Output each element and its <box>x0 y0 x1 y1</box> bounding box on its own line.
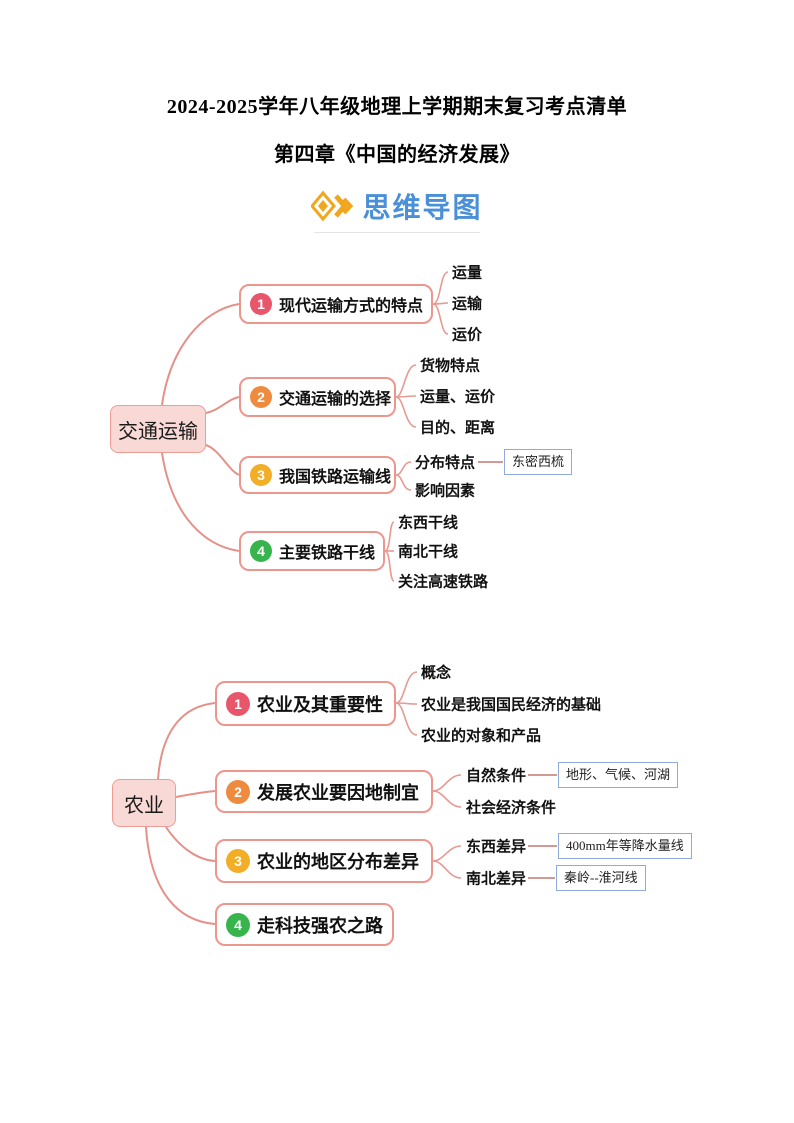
leaf-label: 关注高速铁路 <box>398 574 489 591</box>
leaf-label: 运价 <box>452 327 483 344</box>
leaf-label: 农业是我国国民经济的基础 <box>421 697 602 714</box>
callout-box: 秦岭--淮河线 <box>556 865 646 891</box>
leaf-label: 农业的对象和产品 <box>421 728 542 745</box>
leaf-label: 运量 <box>452 265 483 282</box>
branch-number-badge: 3 <box>250 464 272 486</box>
leaf-label: 目的、距离 <box>420 420 496 437</box>
section-badge: 思维导图 <box>0 183 794 229</box>
divider <box>314 232 480 233</box>
root-node-agriculture: 农业 <box>112 779 176 827</box>
branch-node: 4 主要铁路干线 <box>239 531 385 571</box>
callout-box: 地形、气候、河湖 <box>558 762 679 788</box>
branch-number-badge: 2 <box>250 386 272 408</box>
branch-number-badge: 2 <box>226 779 250 804</box>
branch-node: 3 农业的地区分布差异 <box>215 839 433 883</box>
branch-node: 1 现代运输方式的特点 <box>239 284 433 324</box>
leaf-label: 货物特点 <box>420 358 481 375</box>
branch-node: 4 走科技强农之路 <box>215 903 394 946</box>
leaf-label: 运输 <box>452 296 483 313</box>
branch-number-badge: 4 <box>226 912 250 937</box>
branch-label: 我国铁路运输线 <box>279 469 392 486</box>
branch-number-badge: 1 <box>250 293 272 315</box>
leaf-label: 运量、运价 <box>420 389 496 406</box>
leaf-label: 社会经济条件 <box>466 800 557 817</box>
leaf-label: 东西干线 <box>398 515 459 532</box>
double-diamond-arrow-icon <box>311 190 354 222</box>
branch-label: 农业及其重要性 <box>257 694 383 715</box>
branch-label: 发展农业要因地制宜 <box>257 782 419 803</box>
branch-label: 农业的地区分布差异 <box>257 852 419 872</box>
root-node-transportation: 交通运输 <box>110 405 206 453</box>
branch-node: 3 我国铁路运输线 <box>239 456 396 494</box>
branch-node: 2 发展农业要因地制宜 <box>215 770 433 813</box>
branch-label: 走科技强农之路 <box>257 915 383 936</box>
branch-number-badge: 3 <box>226 849 250 873</box>
callout-box: 400mm年等降水量线 <box>558 833 692 859</box>
leaf-label: 南北干线 <box>398 544 459 561</box>
callout-box: 东密西梳 <box>504 449 573 475</box>
branch-number-badge: 4 <box>250 540 272 562</box>
leaf-label: 南北差异 <box>466 871 527 888</box>
page-title: 2024-2025学年八年级地理上学期期末复习考点清单 <box>166 96 628 118</box>
branch-node: 1 农业及其重要性 <box>215 681 396 726</box>
section-badge-label: 思维导图 <box>362 192 483 223</box>
leaf-label: 概念 <box>421 665 452 682</box>
leaf-label: 东西差异 <box>466 839 527 856</box>
leaf-label: 分布特点 <box>415 455 476 472</box>
branch-label: 主要铁路干线 <box>279 545 376 562</box>
branch-node: 2 交通运输的选择 <box>239 377 396 417</box>
leaf-label: 自然条件 <box>466 768 527 785</box>
leaf-label: 影响因素 <box>415 483 476 500</box>
branch-number-badge: 1 <box>226 691 250 716</box>
branch-label: 现代运输方式的特点 <box>279 298 424 315</box>
chapter-title: 第四章《中国的经济发展》 <box>274 144 520 166</box>
branch-label: 交通运输的选择 <box>279 391 392 408</box>
